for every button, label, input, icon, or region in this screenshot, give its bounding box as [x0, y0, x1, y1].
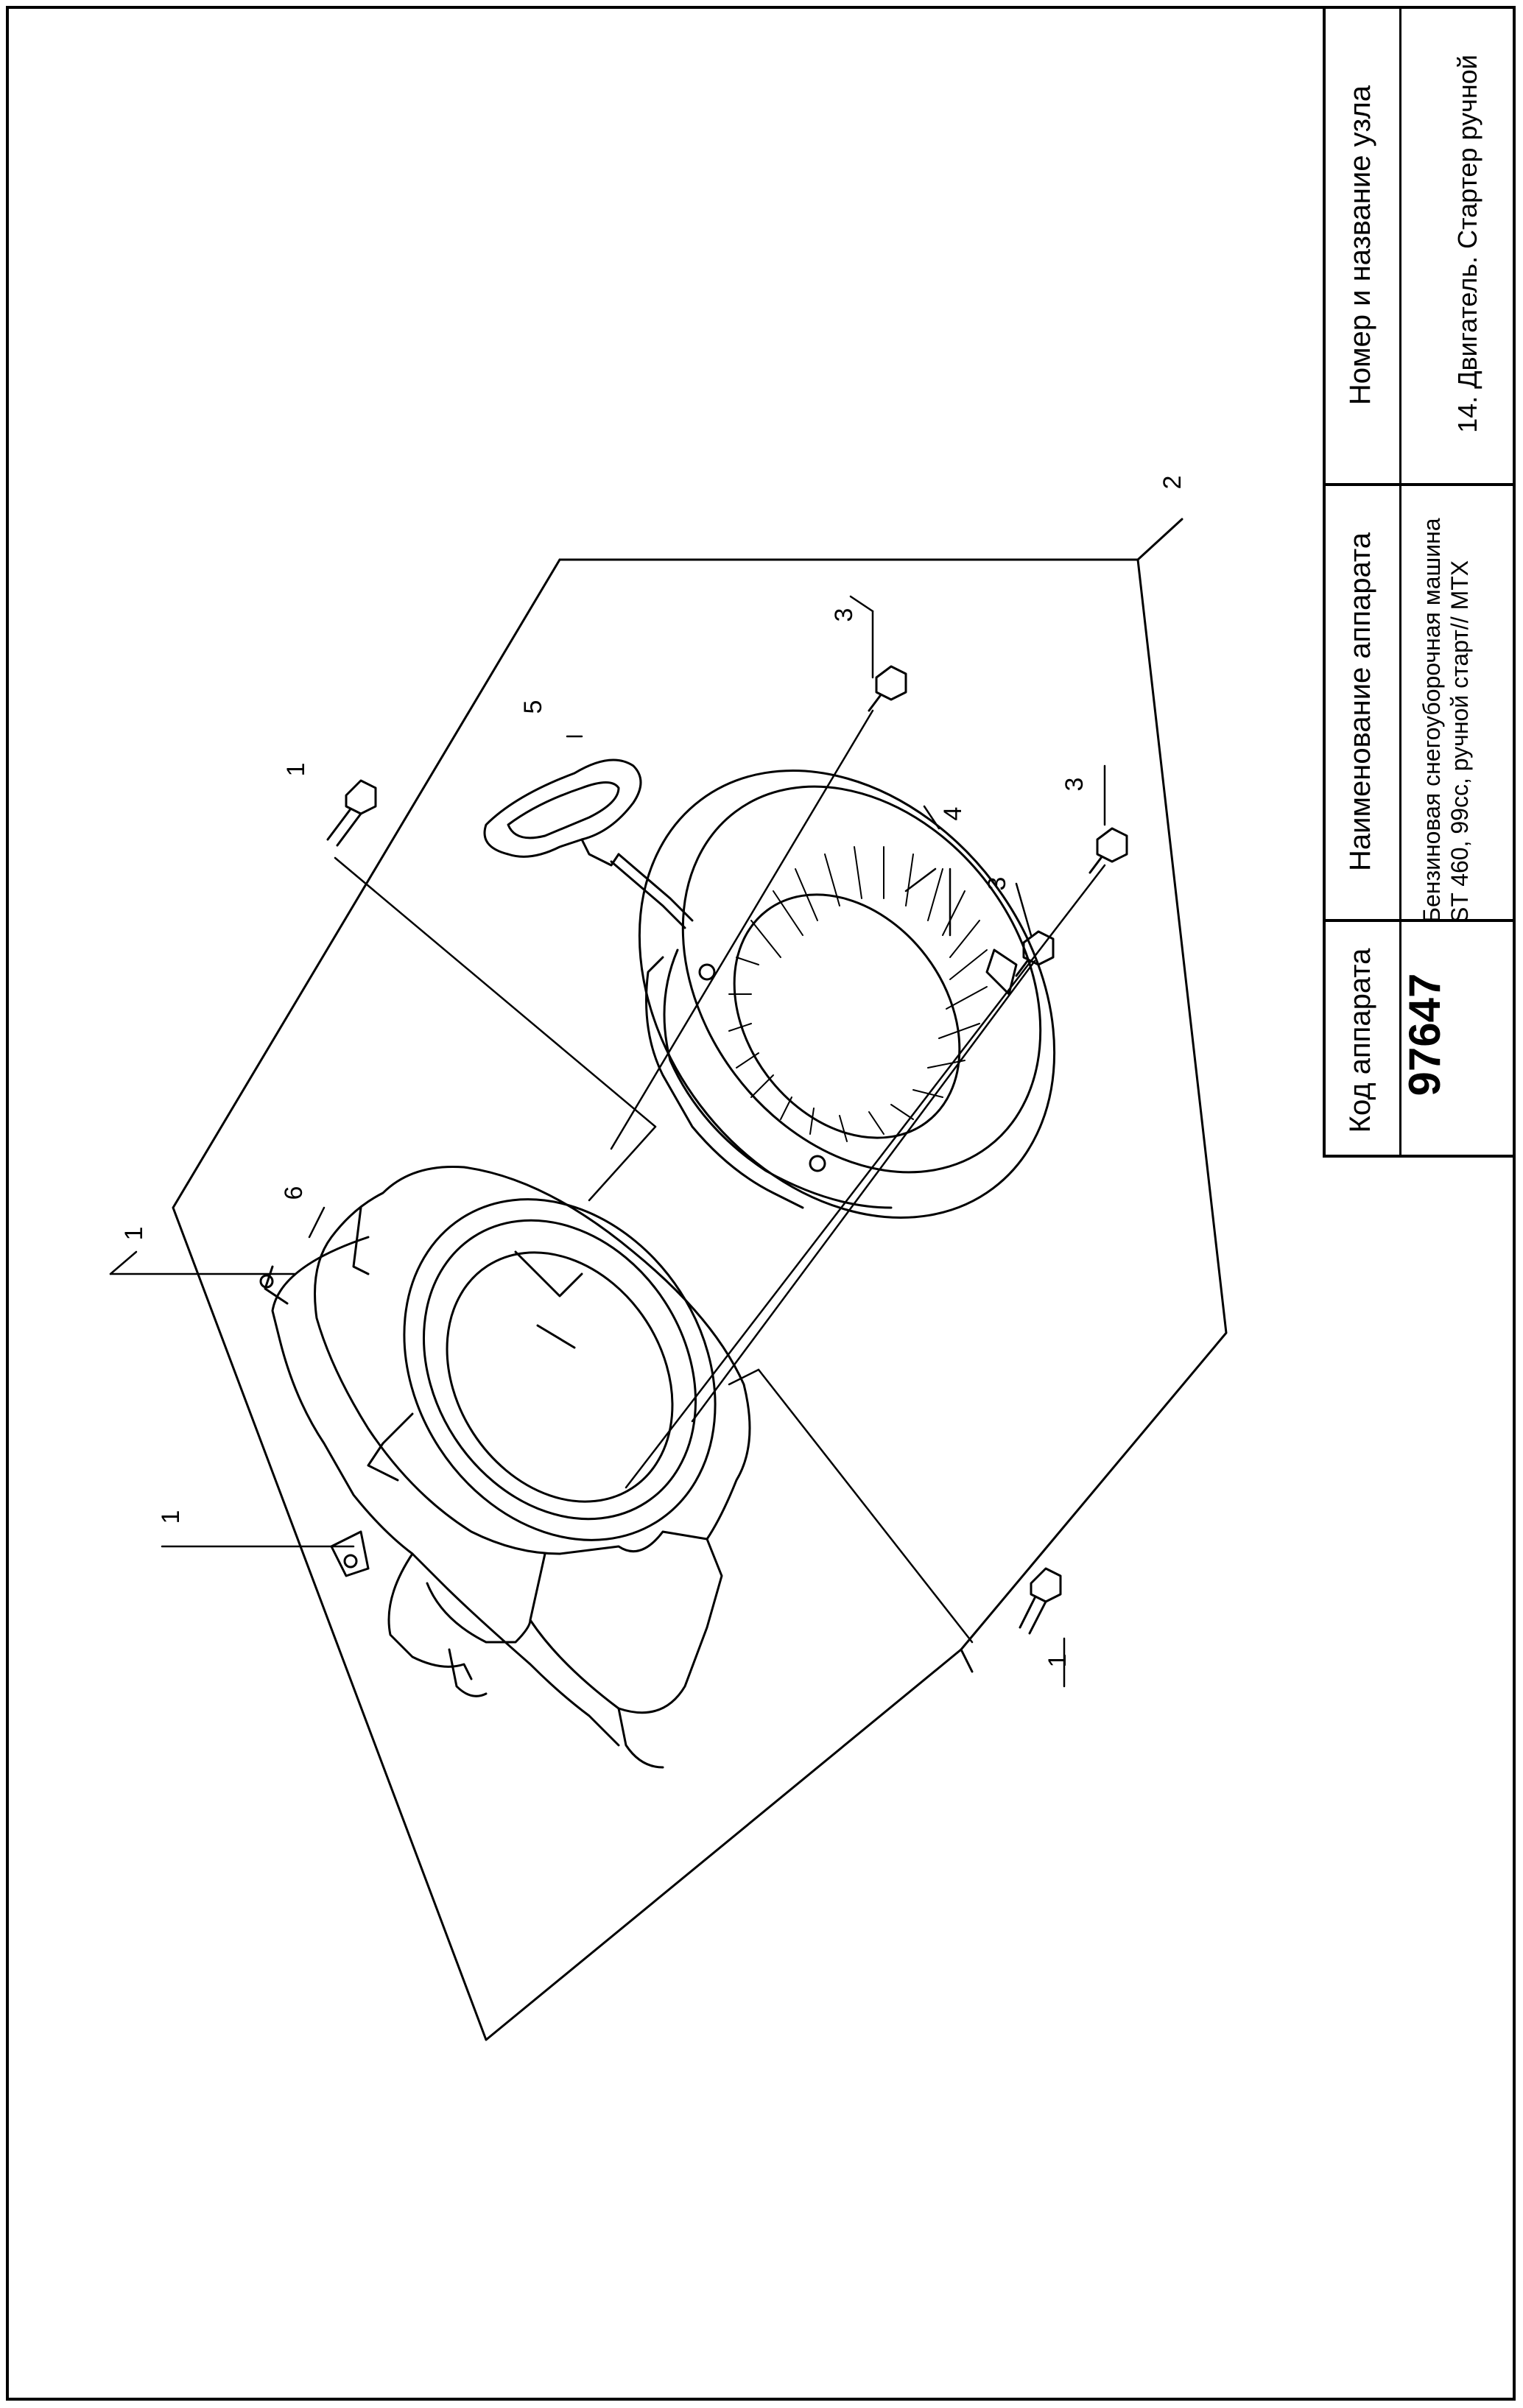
title-block: Номер и название узла 14. Двигатель. Ста…: [1323, 6, 1516, 1158]
callout-4: 4: [939, 806, 967, 821]
callout-3-mid: 3: [1061, 777, 1088, 792]
blower-housing: [259, 1165, 751, 1769]
callout-3-low: 3: [983, 876, 1011, 891]
node-value: 14. Двигатель. Стартер ручной: [1452, 54, 1482, 433]
name-header: Наименование аппарата: [1344, 532, 1376, 871]
name-line-1: Бензиновая снегоуборочная машина: [1418, 518, 1445, 923]
callout-1-left-bottom: 1: [157, 1510, 185, 1524]
callout-5: 5: [519, 700, 547, 714]
callout-1-bolt-top: 1: [282, 762, 310, 777]
callout-3-top: 3: [830, 608, 858, 622]
starter-handle: [483, 758, 694, 929]
drawing-frame: [6, 6, 1516, 2401]
bolt-3-low: [1015, 930, 1055, 977]
callout-1-bolt-bottom: 1: [1044, 1653, 1072, 1668]
recoil-starter: [638, 770, 1056, 1219]
callout-6: 6: [280, 1186, 308, 1200]
code-header: Код аппарата: [1344, 948, 1376, 1133]
bolt-1-top: [326, 779, 377, 847]
code-value: 97647: [1400, 973, 1449, 1096]
callout-2: 2: [1158, 475, 1186, 490]
callout-1-left-top: 1: [120, 1226, 148, 1241]
bolt-1-bottom: [1019, 1567, 1062, 1635]
name-line-2: ST 460, 99cc, ручной старт// MTX: [1446, 560, 1473, 923]
bolts: [326, 665, 1128, 1635]
bolt-3-mid: [1088, 827, 1128, 874]
bolt-3-top: [868, 665, 907, 712]
leader-lines: [109, 595, 1106, 1688]
assembly-outline: [172, 518, 1228, 2041]
name-value: Бензиновая снегоуборочная машина ST 460,…: [1418, 496, 1477, 923]
node-header: Номер и название узла: [1344, 85, 1376, 406]
